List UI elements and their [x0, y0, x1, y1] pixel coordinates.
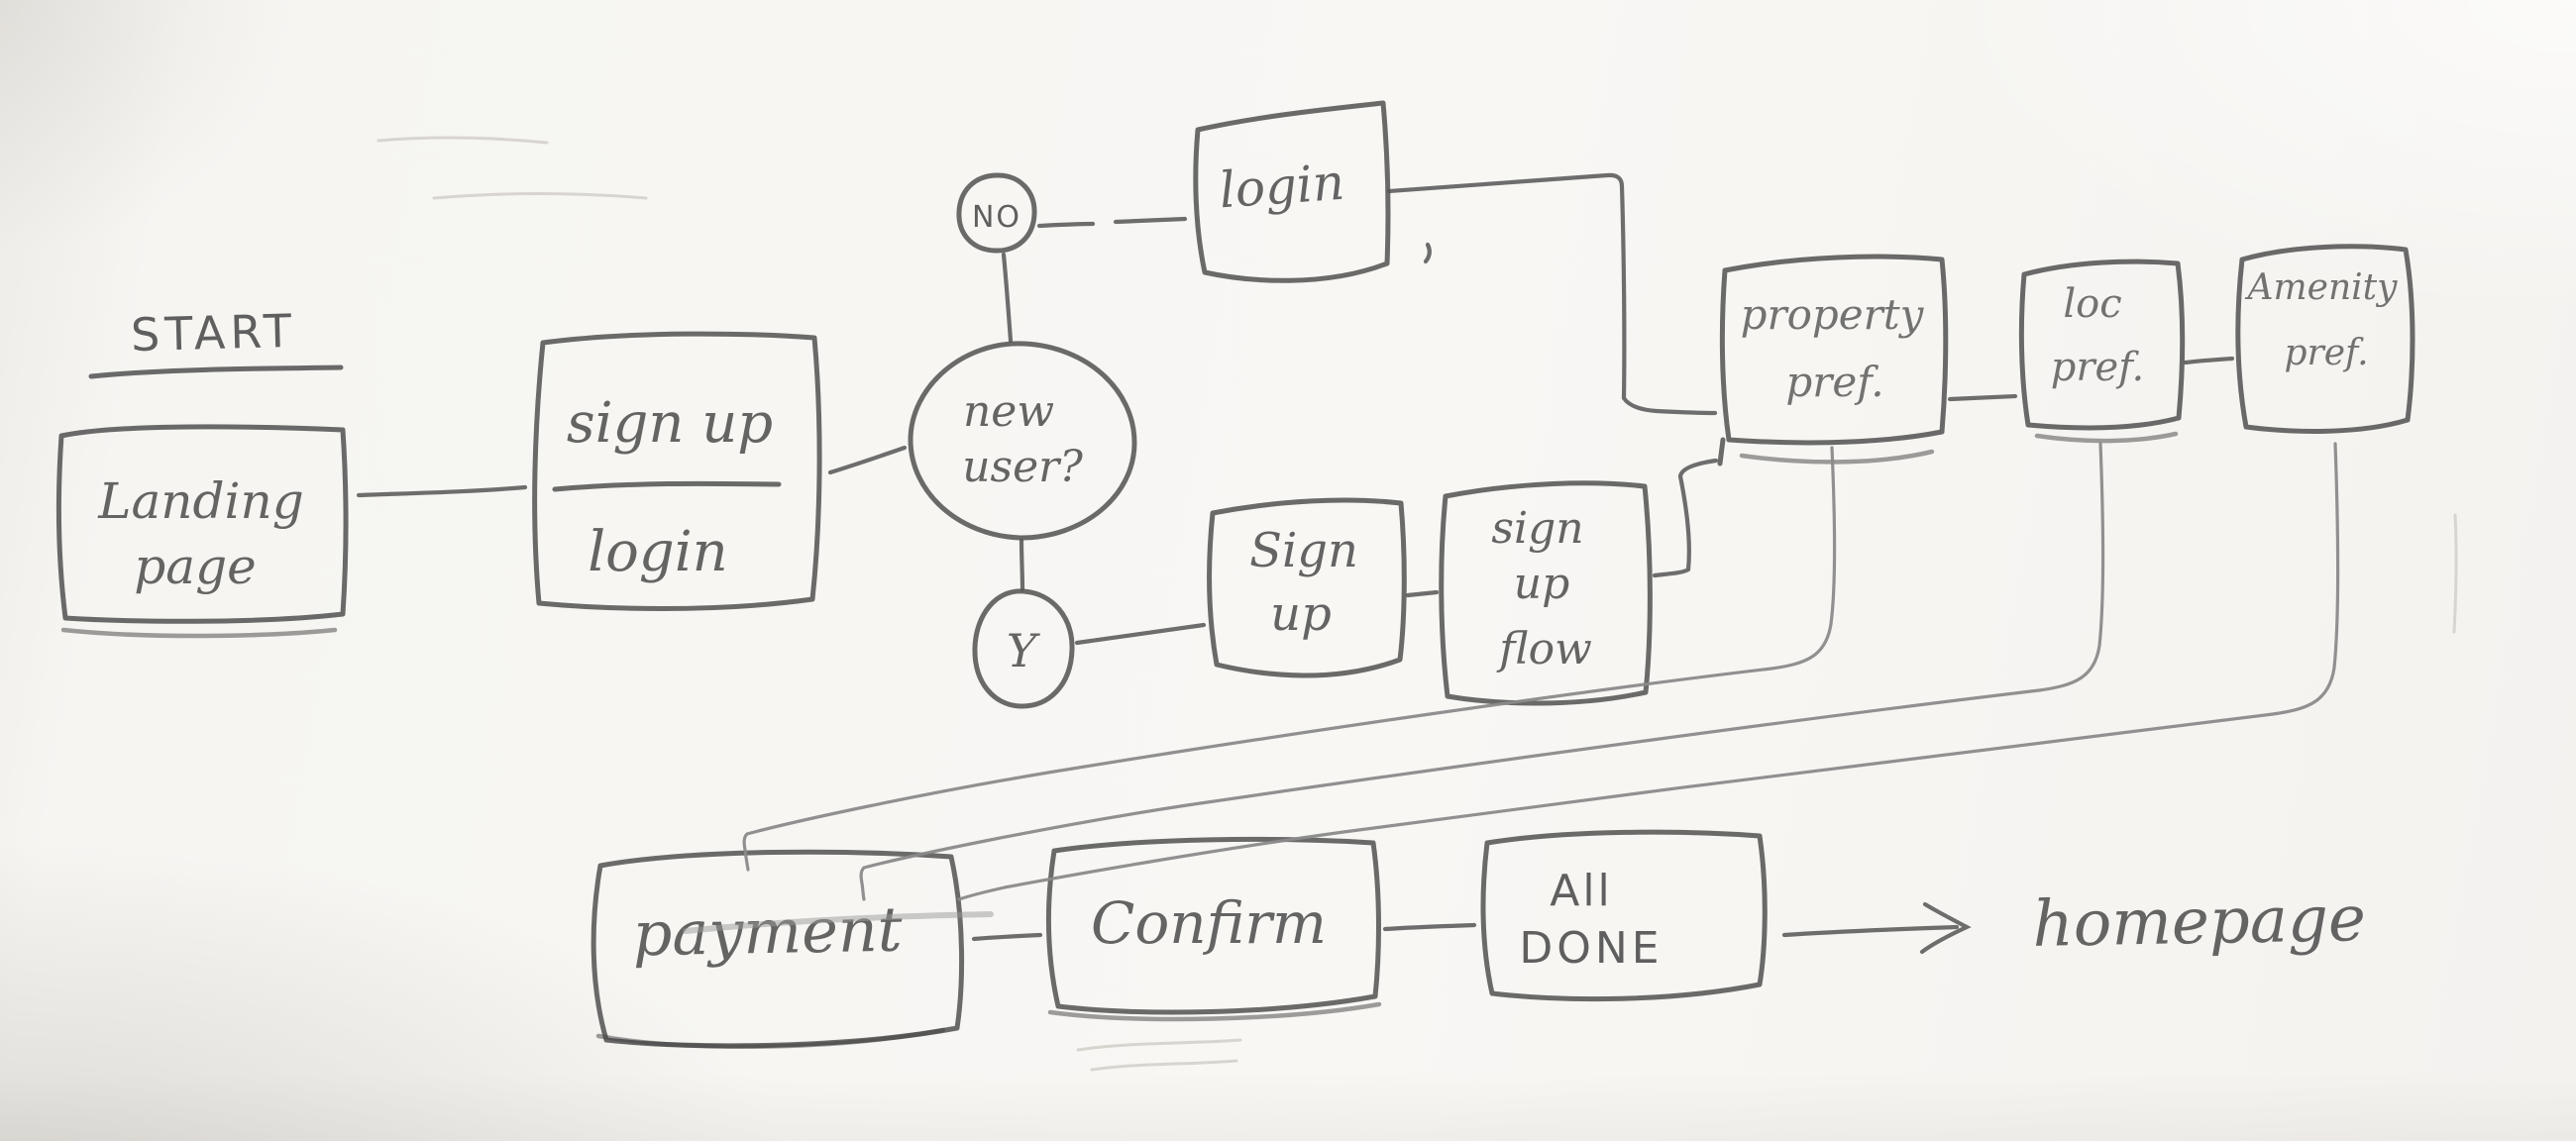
payment-box	[590, 849, 965, 1049]
property-pref-box	[1719, 254, 1949, 446]
sign-up-flow-label-line1: sign	[1491, 503, 1583, 554]
new-user-circle	[908, 341, 1137, 541]
all-done-label-line1: All	[1550, 866, 1613, 916]
loc-pref-label-line2: pref.	[2051, 345, 2145, 390]
edge-no-to-login-b	[1113, 216, 1188, 225]
edge-landing-to-signup-login	[356, 484, 528, 498]
node-sign-up: Sign up	[1207, 497, 1407, 678]
sign-up-login-label-line2: login	[588, 520, 727, 584]
amenity-pref-box	[2235, 244, 2415, 434]
landing-page-label-line1: Landing	[97, 472, 303, 530]
edge-loc-to-amenity	[2183, 356, 2235, 365]
edge-confirm-to-all-done	[1382, 922, 1477, 932]
edge-login-to-property-pref	[1386, 172, 1718, 416]
login-label: login	[1218, 154, 1346, 220]
sign-up-flow-label-line2: up	[1514, 559, 1570, 609]
edge-amenity-to-payment	[957, 442, 2340, 901]
node-homepage: homepage	[1781, 882, 2367, 962]
new-user-label-line1: new	[963, 386, 1054, 437]
node-amenity-pref: Amenity pref.	[2235, 244, 2415, 434]
stray-tick-mark	[1423, 242, 1432, 264]
amenity-pref-label-line1: Amenity	[2245, 267, 2399, 308]
property-pref-label-line1: property	[1741, 290, 1925, 339]
homepage-arrow-head	[1919, 901, 1972, 955]
payment-label: payment	[632, 893, 903, 971]
node-no-branch: NO	[956, 172, 1037, 254]
edge-property-to-loc	[1947, 393, 2018, 402]
payment-box-shade	[595, 1027, 946, 1050]
node-sign-up-login: sign up login	[532, 331, 822, 611]
no-label: NO	[972, 200, 1021, 235]
node-sign-up-flow: sign up flow	[1439, 480, 1653, 706]
loc-pref-box-shade	[2034, 431, 2179, 444]
edge-payment-to-confirm	[971, 932, 1043, 942]
sign-up-login-divider	[552, 480, 782, 492]
node-property-pref: property pref.	[1717, 254, 1949, 467]
new-user-label-line2: user?	[962, 442, 1083, 492]
amenity-pref-label-line2: pref.	[2284, 333, 2368, 373]
loc-pref-box	[2018, 259, 2186, 431]
landing-page-box	[55, 424, 349, 624]
edge-yes-to-signup	[1074, 622, 1207, 646]
node-new-user-decision: new user?	[908, 341, 1137, 541]
property-pref-box-edge	[1717, 437, 1726, 467]
edge-signup-to-signup-flow	[1405, 589, 1440, 598]
landing-page-box-shade	[60, 627, 338, 639]
edge-property-to-payment	[742, 446, 1837, 872]
no-circle	[956, 172, 1037, 254]
edge-loc-to-payment	[859, 442, 2105, 901]
node-login: login	[1193, 100, 1432, 283]
node-landing-page: Landing page	[55, 424, 349, 639]
sign-up-flow-box	[1439, 480, 1653, 706]
edge-no-to-login-a	[1036, 221, 1096, 229]
homepage-arrow-shaft	[1781, 924, 1960, 938]
yes-label: Y	[1007, 624, 1041, 677]
confirm-box	[1045, 836, 1381, 1015]
node-confirm: Confirm	[1045, 836, 1382, 1022]
start-underline	[88, 364, 344, 379]
edge-signup-login-to-decision	[827, 445, 908, 475]
start-label: START	[130, 304, 296, 362]
sign-up-flow-label-line3: flow	[1496, 624, 1592, 674]
loc-pref-label-line1: loc	[2063, 281, 2121, 327]
sign-up-label-line1: Sign	[1249, 523, 1358, 578]
paper-smudges	[376, 136, 2458, 1072]
sign-up-login-box	[532, 331, 822, 611]
payment-strike-mark	[683, 911, 994, 934]
sign-up-box	[1207, 497, 1407, 678]
sign-up-login-label-line1: sign up	[567, 391, 773, 456]
edge-decision-to-no	[1001, 252, 1014, 344]
smudge-line	[1090, 1059, 1238, 1072]
start-label-group: START	[88, 304, 344, 379]
smudge-line	[2452, 513, 2458, 634]
node-all-done: All DONE	[1480, 829, 1768, 1002]
node-loc-pref: loc pref.	[2018, 259, 2186, 444]
edges	[356, 172, 2340, 942]
yes-circle	[972, 588, 1075, 709]
all-done-label-line2: DONE	[1519, 923, 1663, 974]
all-done-box	[1480, 829, 1768, 1002]
homepage-label: homepage	[2032, 882, 2367, 962]
property-pref-box-shade	[1739, 449, 1935, 465]
edge-decision-to-yes	[1019, 538, 1025, 592]
smudge-line	[1076, 1038, 1242, 1052]
sign-up-label-line2: up	[1270, 586, 1332, 642]
smudge-line	[376, 136, 549, 145]
confirm-box-shade	[1047, 1001, 1382, 1022]
edge-signup-flow-to-property-pref	[1652, 458, 1719, 578]
landing-page-label-line2: page	[134, 538, 256, 595]
confirm-label: Confirm	[1091, 889, 1327, 957]
node-yes-branch: Y	[972, 588, 1075, 709]
smudge-line	[432, 191, 648, 200]
login-box	[1193, 100, 1391, 283]
node-payment: payment	[590, 849, 994, 1050]
property-pref-label-line2: pref.	[1785, 358, 1883, 406]
